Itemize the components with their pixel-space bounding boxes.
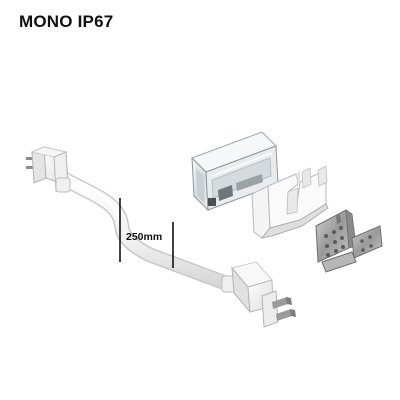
clear-end-cap bbox=[191, 131, 279, 212]
left-end-plug bbox=[26, 146, 71, 193]
product-title: MONO IP67 bbox=[19, 12, 114, 31]
metal-clip bbox=[315, 209, 383, 273]
u-bracket bbox=[251, 165, 329, 239]
dimension-label: 250mm bbox=[126, 231, 163, 243]
cable bbox=[54, 170, 236, 292]
right-end-plug bbox=[221, 261, 296, 328]
